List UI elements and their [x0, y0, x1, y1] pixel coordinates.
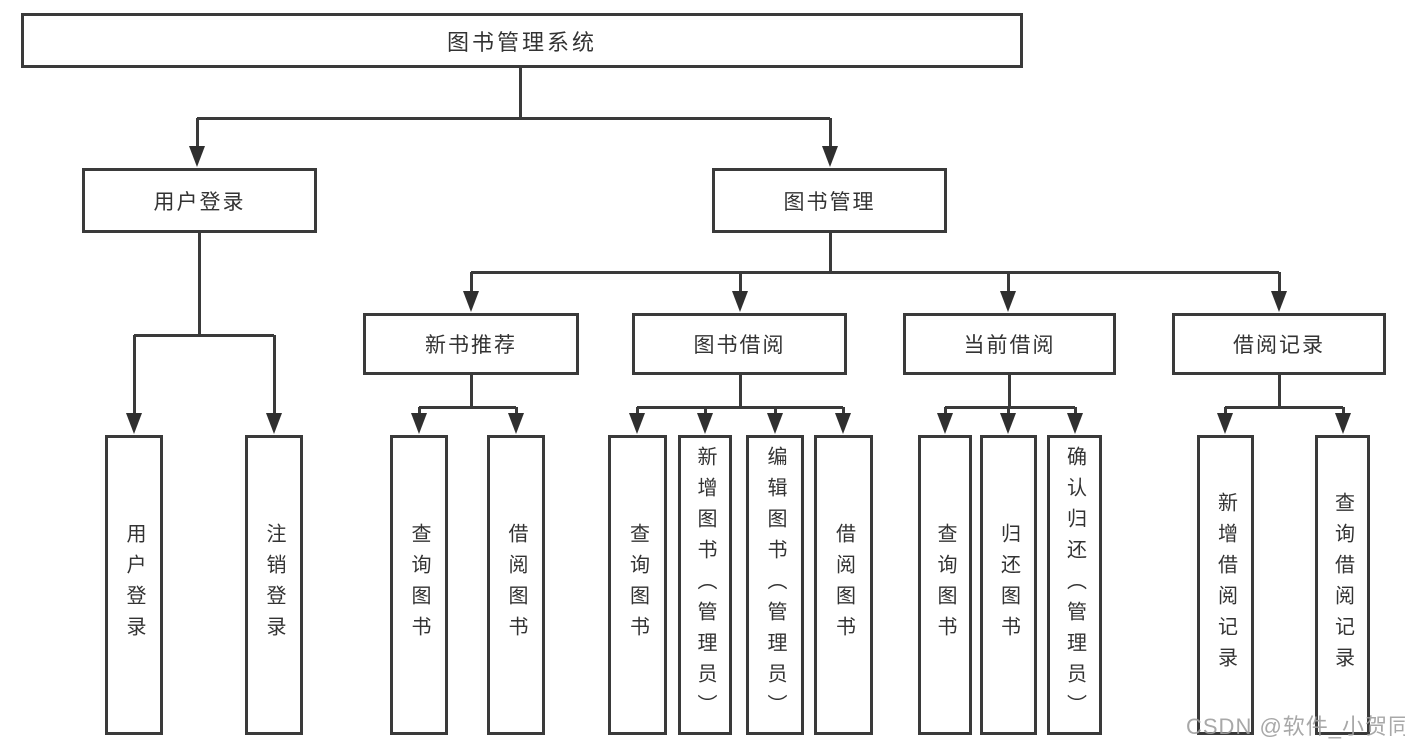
connector-line: [470, 272, 473, 295]
arrow-down-icon: [697, 413, 713, 434]
node-new-book-recommend-label: 新书推荐: [425, 334, 517, 357]
arrow-down-icon: [629, 413, 645, 434]
arrow-down-icon: [126, 413, 142, 434]
node-borrow-records-label: 借阅记录: [1233, 334, 1325, 357]
node-current-borrow: 当前借阅: [903, 313, 1116, 375]
connector-line: [829, 233, 832, 273]
leaf-query-books-current-label: 查询图书: [934, 523, 956, 647]
arrow-down-icon: [1217, 413, 1233, 434]
connector-line: [1007, 272, 1010, 295]
leaf-borrow-books-recommend-label: 借阅图书: [505, 523, 527, 647]
leaf-add-borrow-record-label: 新增借阅记录: [1214, 492, 1237, 678]
node-user-login: 用户登录: [82, 168, 317, 233]
connector-line: [944, 407, 947, 418]
leaf-logout: 注销登录: [245, 435, 303, 735]
leaf-edit-book-admin-label: 编辑图书（管理员）: [764, 445, 786, 725]
node-book-management-label: 图书管理: [783, 190, 876, 214]
connector-line: [196, 118, 199, 150]
connector-line: [197, 117, 830, 120]
connector-line: [1342, 407, 1345, 418]
arrow-down-icon: [508, 413, 524, 434]
arrow-down-icon: [1335, 413, 1351, 434]
connector-line: [133, 335, 136, 418]
leaf-query-books-recommend-label: 查询图书: [408, 523, 430, 647]
connector-line: [1008, 375, 1011, 409]
arrow-down-icon: [1271, 291, 1287, 312]
leaf-query-books-borrow-label: 查询图书: [626, 523, 649, 647]
node-book-management: 图书管理: [712, 168, 947, 233]
arrow-down-icon: [463, 291, 479, 312]
arrow-down-icon: [1000, 413, 1016, 434]
connector-line: [1224, 407, 1227, 418]
leaf-return-books: 归还图书: [980, 435, 1037, 735]
node-root-label: 图书管理系统: [446, 29, 597, 55]
node-current-borrow-label: 当前借阅: [963, 334, 1056, 357]
connector-line: [273, 335, 276, 418]
leaf-borrow-books-recommend: 借阅图书: [487, 435, 545, 735]
leaf-user-login: 用户登录: [105, 435, 163, 735]
connector-line: [418, 407, 421, 418]
arrow-down-icon: [767, 413, 783, 434]
arrow-down-icon: [937, 413, 953, 434]
node-book-borrow: 图书借阅: [632, 313, 847, 375]
connector-line: [636, 407, 639, 418]
leaf-borrow-books: 借阅图书: [814, 435, 873, 735]
arrow-down-icon: [732, 291, 748, 312]
node-root: 图书管理系统: [21, 13, 1023, 68]
connector-line: [739, 375, 742, 409]
leaf-add-book-admin: 新增图书（管理员）: [678, 435, 732, 735]
arrow-down-icon: [189, 146, 205, 167]
leaf-query-borrow-record-label: 查询借阅记录: [1331, 492, 1354, 678]
node-new-book-recommend: 新书推荐: [363, 313, 579, 375]
leaf-logout-label: 注销登录: [263, 523, 285, 647]
connector-line: [704, 407, 707, 418]
connector-line: [842, 407, 845, 418]
leaf-add-book-admin-label: 新增图书（管理员）: [694, 445, 716, 725]
connector-line: [198, 233, 201, 337]
connector-line: [1278, 375, 1281, 409]
leaf-confirm-return-admin: 确认归还（管理员）: [1047, 435, 1102, 735]
connector-line: [470, 375, 473, 409]
leaf-query-borrow-record: 查询借阅记录: [1315, 435, 1370, 735]
connector-line: [1278, 272, 1281, 295]
leaf-add-borrow-record: 新增借阅记录: [1197, 435, 1254, 735]
connector-line: [1074, 407, 1077, 418]
connector-line: [637, 406, 843, 409]
connector-line: [1007, 407, 1010, 418]
connector-line: [945, 406, 1075, 409]
node-user-login-label: 用户登录: [153, 190, 246, 214]
connector-line: [134, 334, 274, 337]
arrow-down-icon: [1000, 291, 1016, 312]
node-borrow-records: 借阅记录: [1172, 313, 1386, 375]
connector-line: [739, 272, 742, 295]
connector-line: [471, 271, 1279, 274]
connector-line: [1225, 406, 1343, 409]
node-book-borrow-label: 图书借阅: [693, 334, 786, 357]
arrow-down-icon: [266, 413, 282, 434]
arrow-down-icon: [411, 413, 427, 434]
leaf-confirm-return-admin-label: 确认归还（管理员）: [1063, 445, 1086, 725]
leaf-query-books-borrow: 查询图书: [608, 435, 667, 735]
leaf-user-login-label: 用户登录: [123, 523, 145, 647]
leaf-return-books-label: 归还图书: [997, 523, 1020, 647]
arrow-down-icon: [822, 146, 838, 167]
leaf-query-books-recommend: 查询图书: [390, 435, 448, 735]
watermark: CSDN @软件_小贺同学: [1186, 714, 1405, 739]
connector-line: [774, 407, 777, 418]
leaf-query-books-current: 查询图书: [918, 435, 972, 735]
leaf-edit-book-admin: 编辑图书（管理员）: [746, 435, 804, 735]
connector-line: [519, 68, 522, 118]
connector-line: [829, 118, 832, 150]
arrow-down-icon: [1067, 413, 1083, 434]
leaf-borrow-books-label: 借阅图书: [832, 523, 855, 647]
connector-line: [515, 407, 518, 418]
arrow-down-icon: [835, 413, 851, 434]
connector-line: [419, 406, 516, 409]
